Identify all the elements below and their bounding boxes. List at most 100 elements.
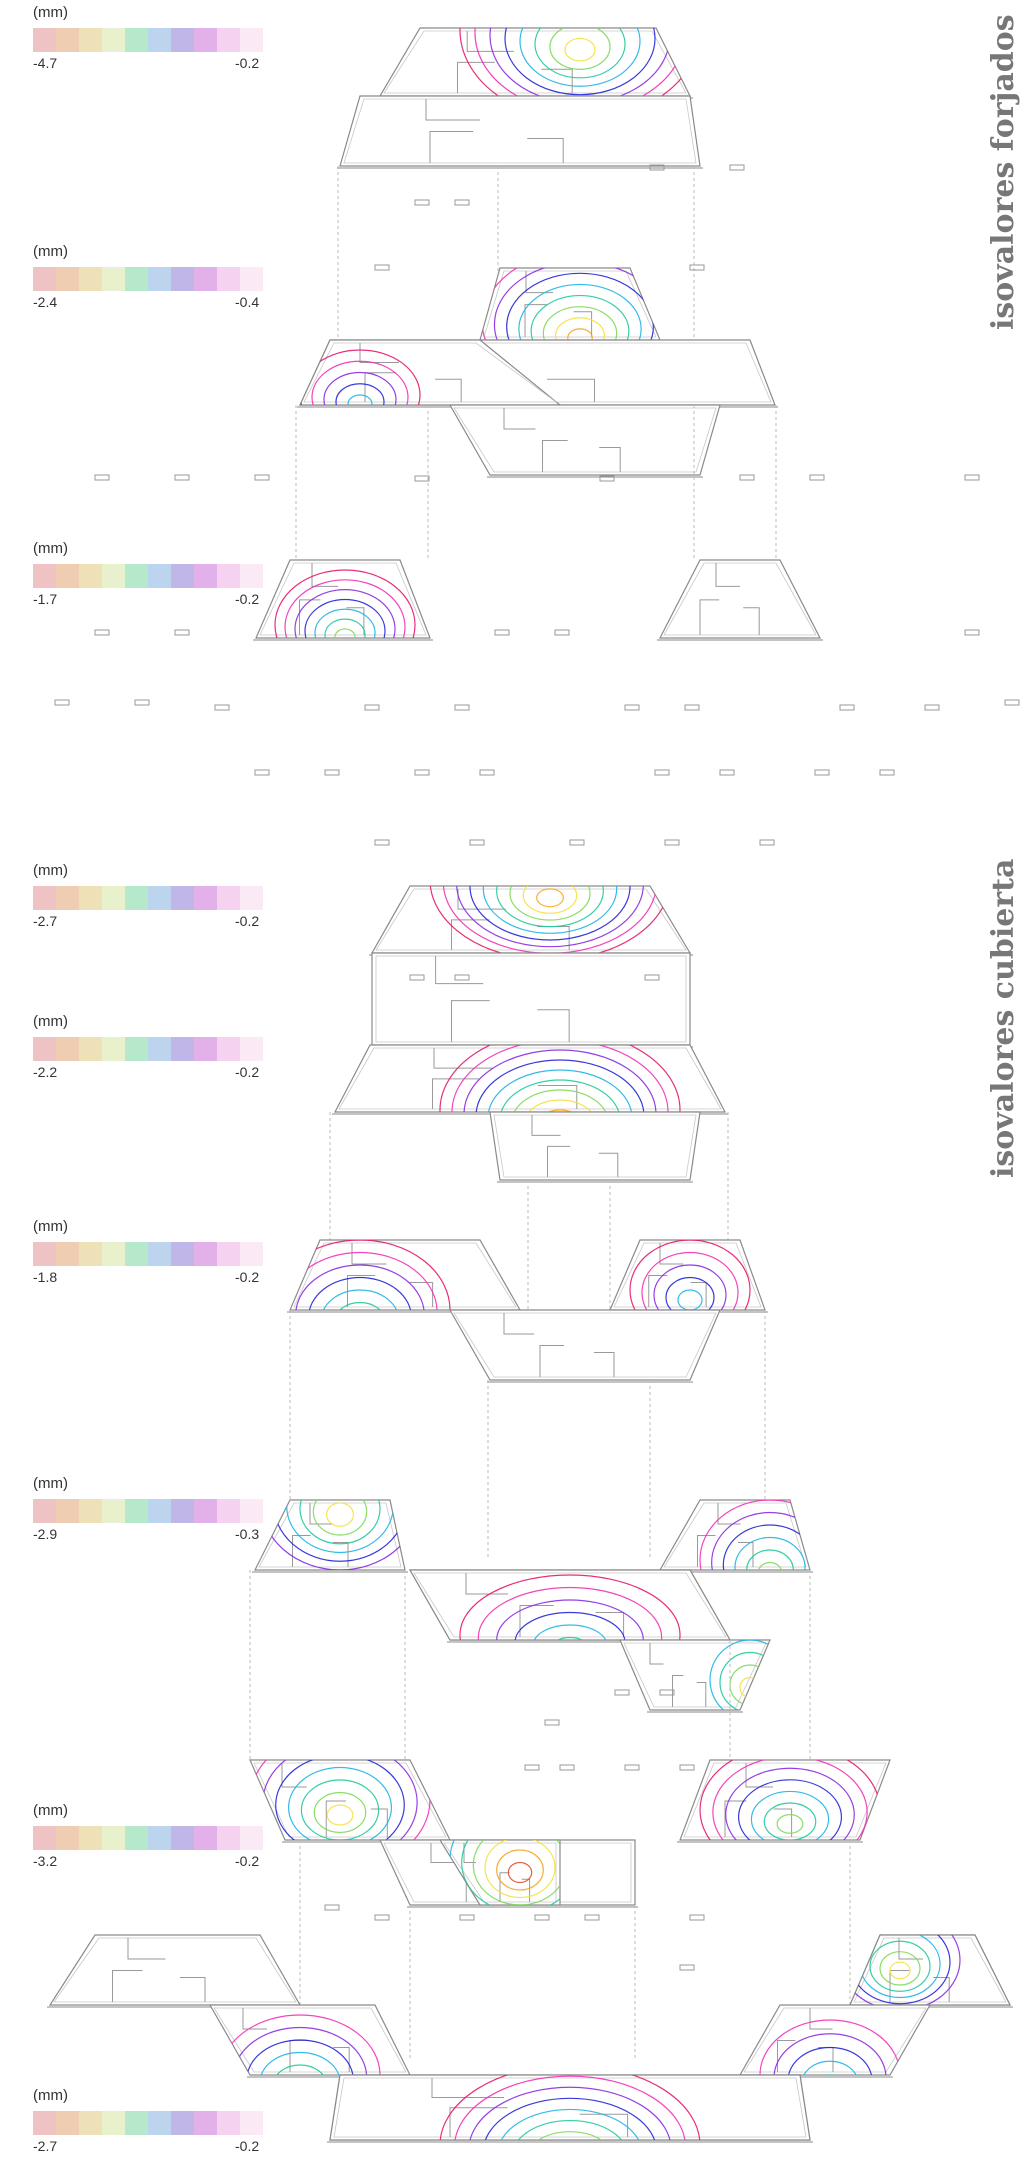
color-swatch <box>33 1499 56 1523</box>
slab-inner-edge <box>338 1047 722 1110</box>
column-marker <box>654 769 670 776</box>
color-swatch <box>171 564 194 588</box>
contour-line <box>554 317 606 340</box>
color-swatch <box>79 1826 102 1850</box>
legend-3: (mm) -1.7 -0.2 <box>33 540 263 610</box>
column-marker <box>649 164 665 171</box>
color-scale <box>33 886 263 910</box>
color-swatch <box>125 1499 148 1523</box>
contour-line <box>564 37 596 62</box>
legend-unit: (mm) <box>33 4 68 21</box>
column-marker <box>599 475 615 482</box>
color-swatch <box>79 1037 102 1061</box>
column-marker <box>584 1914 600 1921</box>
contour-line <box>333 1301 387 1310</box>
legend-max: -0.2 <box>235 1064 260 1080</box>
column-marker <box>739 474 755 481</box>
column-marker <box>644 974 660 981</box>
column-marker <box>414 769 430 776</box>
column-marker <box>174 474 190 481</box>
slab-outline <box>609 1239 766 1311</box>
legend-max: -0.4 <box>235 294 260 310</box>
contour-line <box>484 1840 556 1899</box>
color-swatch <box>171 1037 194 1061</box>
contour-line <box>320 1289 400 1310</box>
slab-inner-edge <box>375 888 687 951</box>
color-swatch <box>56 267 79 291</box>
contour-line <box>776 1814 804 1834</box>
color-swatch <box>125 564 148 588</box>
contour-line <box>759 2019 901 2075</box>
legend-6: (mm) -1.8 -0.2 <box>33 1218 263 1288</box>
contour-line <box>514 1611 626 1640</box>
contour-line <box>518 283 642 340</box>
slab-outline <box>489 1111 701 1181</box>
color-swatch <box>194 1037 217 1061</box>
wall-partitions <box>431 2078 629 2137</box>
contour-line <box>629 1240 751 1310</box>
slab-inner-edge <box>343 98 697 164</box>
column-marker <box>554 629 570 636</box>
slab-outline <box>329 2074 811 2141</box>
contour-line <box>463 1049 657 1112</box>
legend-min: -1.8 <box>33 1269 58 1285</box>
color-swatch <box>148 28 171 52</box>
legend-9: (mm) -2.7 -0.2 <box>33 2087 263 2157</box>
column-marker <box>409 974 425 981</box>
isovalue-contours <box>459 1574 681 1640</box>
column-marker <box>134 699 150 706</box>
color-swatch <box>33 1242 56 1266</box>
color-swatch <box>125 267 148 291</box>
floor-slab <box>489 1111 701 1183</box>
isovalue-contours <box>439 2075 701 2140</box>
contour-line <box>532 1624 608 1640</box>
slab-inner-edge <box>53 1937 297 2003</box>
contour-line <box>284 579 406 638</box>
contour-line <box>477 1586 663 1640</box>
color-swatch <box>171 1826 194 1850</box>
contour-line <box>326 1804 354 1826</box>
slab-outline <box>249 1759 451 1841</box>
color-scale <box>33 28 263 52</box>
wall-partitions <box>503 1313 615 1377</box>
contour-line <box>506 272 654 340</box>
contour-line <box>507 1861 533 1884</box>
contour-line <box>290 1251 438 1310</box>
color-swatch <box>102 28 125 52</box>
contour-line <box>509 886 591 921</box>
slab-inner-edge <box>383 30 687 94</box>
color-swatch <box>194 564 217 588</box>
contour-line <box>219 2014 381 2075</box>
contour-line <box>299 1500 381 1545</box>
column-marker <box>94 474 110 481</box>
contour-line <box>459 1574 681 1640</box>
contour-line <box>275 1760 405 1840</box>
contour-line <box>347 394 373 405</box>
color-swatch <box>240 1826 263 1850</box>
column-marker <box>729 164 745 171</box>
contour-line <box>472 1840 560 1905</box>
floor-slab <box>677 1759 891 1843</box>
slab-outline <box>371 952 691 1046</box>
contour-line <box>699 1500 810 1570</box>
floor-slab <box>332 1044 728 1115</box>
floor-slab <box>337 95 703 169</box>
column-marker <box>814 769 830 776</box>
slab-inner-edge <box>253 1762 447 1838</box>
color-swatch <box>125 886 148 910</box>
color-scale <box>33 564 263 588</box>
color-swatch <box>171 1242 194 1266</box>
contour-line <box>734 1536 806 1570</box>
column-marker <box>324 1904 340 1911</box>
color-swatch <box>217 1826 240 1850</box>
wall-partitions <box>281 1763 388 1837</box>
contour-line <box>523 1099 597 1112</box>
wall-partitions <box>425 99 564 163</box>
wall-partitions <box>699 563 760 635</box>
contour-line <box>526 2131 614 2140</box>
floor-slab <box>477 267 663 343</box>
column-marker <box>809 474 825 481</box>
slab-outline <box>408 1569 732 1641</box>
contour-line <box>232 2026 368 2075</box>
